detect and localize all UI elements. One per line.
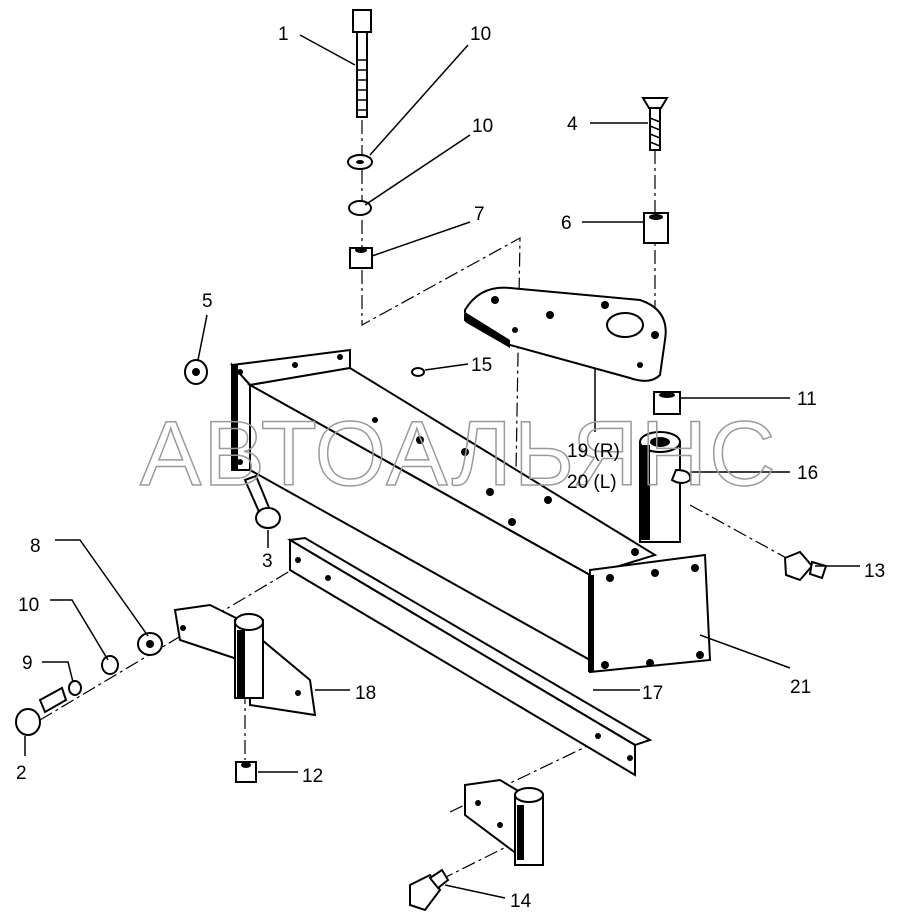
label-7: 7 <box>474 204 485 225</box>
assembly-axes <box>39 120 791 881</box>
label-9: 9 <box>22 653 33 674</box>
label-8: 8 <box>30 536 41 557</box>
label-14: 14 <box>510 891 532 912</box>
bolt-part-3 <box>243 474 281 529</box>
grease-fitting-part-14 <box>409 868 450 912</box>
beam-frame <box>229 348 712 674</box>
label-6: 6 <box>561 213 572 234</box>
label-21: 21 <box>790 677 811 698</box>
grease-fitting-part-13 <box>783 550 828 582</box>
bolt-part-2 <box>15 686 68 736</box>
label-19: 19 (R) <box>567 441 620 462</box>
hinge-part-18 <box>173 603 317 717</box>
bolt-part-1 <box>352 9 372 118</box>
part-labels: 1 10 10 7 4 6 5 15 11 16 19 (R) 20 (L) 3… <box>16 24 885 912</box>
nut-part-7 <box>349 247 373 269</box>
label-10b: 10 <box>472 116 493 137</box>
nut-part-11 <box>653 391 681 415</box>
label-10a: 10 <box>470 24 491 45</box>
nut-part-12 <box>235 761 257 783</box>
watermark: АВТОАЛЬЯНС <box>140 403 778 505</box>
label-12: 12 <box>302 766 323 787</box>
bolt-part-4 <box>641 97 669 151</box>
washer-part-15 <box>411 367 425 377</box>
label-10c: 10 <box>18 595 39 616</box>
label-13: 13 <box>864 561 885 582</box>
label-1: 1 <box>278 24 289 45</box>
lower-hinge <box>464 778 544 866</box>
nut-part-6 <box>643 212 669 244</box>
leader-lines <box>24 34 860 899</box>
label-18: 18 <box>355 683 376 704</box>
label-15: 15 <box>471 355 492 376</box>
nut-part-5 <box>184 359 208 385</box>
label-5: 5 <box>202 291 213 312</box>
washer-part-10-left <box>101 655 119 675</box>
label-17: 17 <box>642 683 663 704</box>
label-4: 4 <box>567 114 578 135</box>
plate-part-19-20 <box>464 286 667 382</box>
label-11: 11 <box>797 389 817 410</box>
label-2: 2 <box>16 763 27 784</box>
washer-part-9 <box>68 680 82 696</box>
label-16: 16 <box>797 463 818 484</box>
bar-part-17 <box>287 536 653 777</box>
label-20: 20 (L) <box>567 472 617 493</box>
nut-part-8 <box>137 632 163 656</box>
label-3: 3 <box>262 551 273 572</box>
bushing-part-16 <box>639 431 692 543</box>
